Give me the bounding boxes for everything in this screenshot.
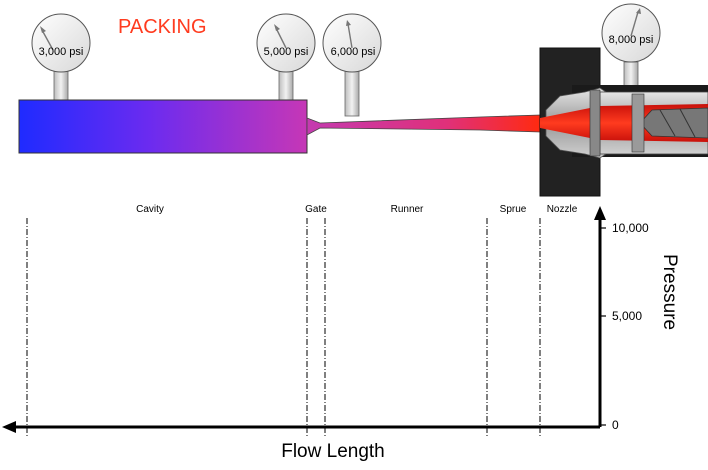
y-axis-label: Pressure [659,254,680,330]
region-label-gate: Gate [305,204,327,215]
gauge-reading-gate: 5,000 psi [264,46,309,58]
region-label-cavity: Cavity [136,204,164,215]
gauge-dial-icon [256,13,316,73]
gauge-needle-tip-icon [274,24,280,31]
gauge-stem [53,69,69,101]
gauge-needle-tip-icon [346,20,351,26]
pressure-gauge-runner: 6,000 psi [322,13,382,117]
x-axis-label: Flow Length [281,441,385,462]
gauge-needle-icon [41,29,54,51]
runner-channel [306,114,541,136]
gauge-needle-icon [275,27,287,49]
cavity-block [18,99,308,154]
screw-flight [659,109,676,137]
region-dividers [26,218,541,436]
nozzle-assembly [539,47,708,197]
barrel-collar [631,93,645,153]
gauge-dial-icon [322,13,382,73]
pressure-gauge-cavity: 3,000 psi [31,13,91,101]
gauge-needle-icon [347,23,353,49]
gauge-reading-nozzle: 8,000 psi [609,34,654,46]
gauge-needle-tip-icon [40,26,46,33]
gauge-needle-icon [630,11,639,37]
gauge-reading-cavity: 3,000 psi [39,46,84,58]
gauge-stem [344,69,360,117]
region-label-sprue: Sprue [500,204,527,215]
region-label-runner: Runner [391,204,424,215]
gauge-dial-icon [601,3,661,63]
x-axis-arrow-icon [2,421,16,433]
y-tick-label-5000: 5,000 [612,309,642,323]
y-tick-label-10000: 10,000 [612,221,649,235]
pressure-gauge-gate: 5,000 psi [256,13,316,101]
y-axis-arrow-icon [594,206,606,220]
chart-axes [2,206,606,433]
gauge-needle-tip-icon [636,8,641,14]
screw-flight [679,108,696,138]
pressure-gauge-nozzle: 8,000 psi [601,3,661,97]
diagram-title: PACKING [118,16,207,38]
region-label-nozzle: Nozzle [547,204,578,215]
gauge-dial-icon [31,13,91,73]
nozzle-flange [589,89,601,157]
gauge-reading-runner: 6,000 psi [331,46,376,58]
y-tick-label-0: 0 [612,418,619,432]
gauge-stem [278,69,294,101]
